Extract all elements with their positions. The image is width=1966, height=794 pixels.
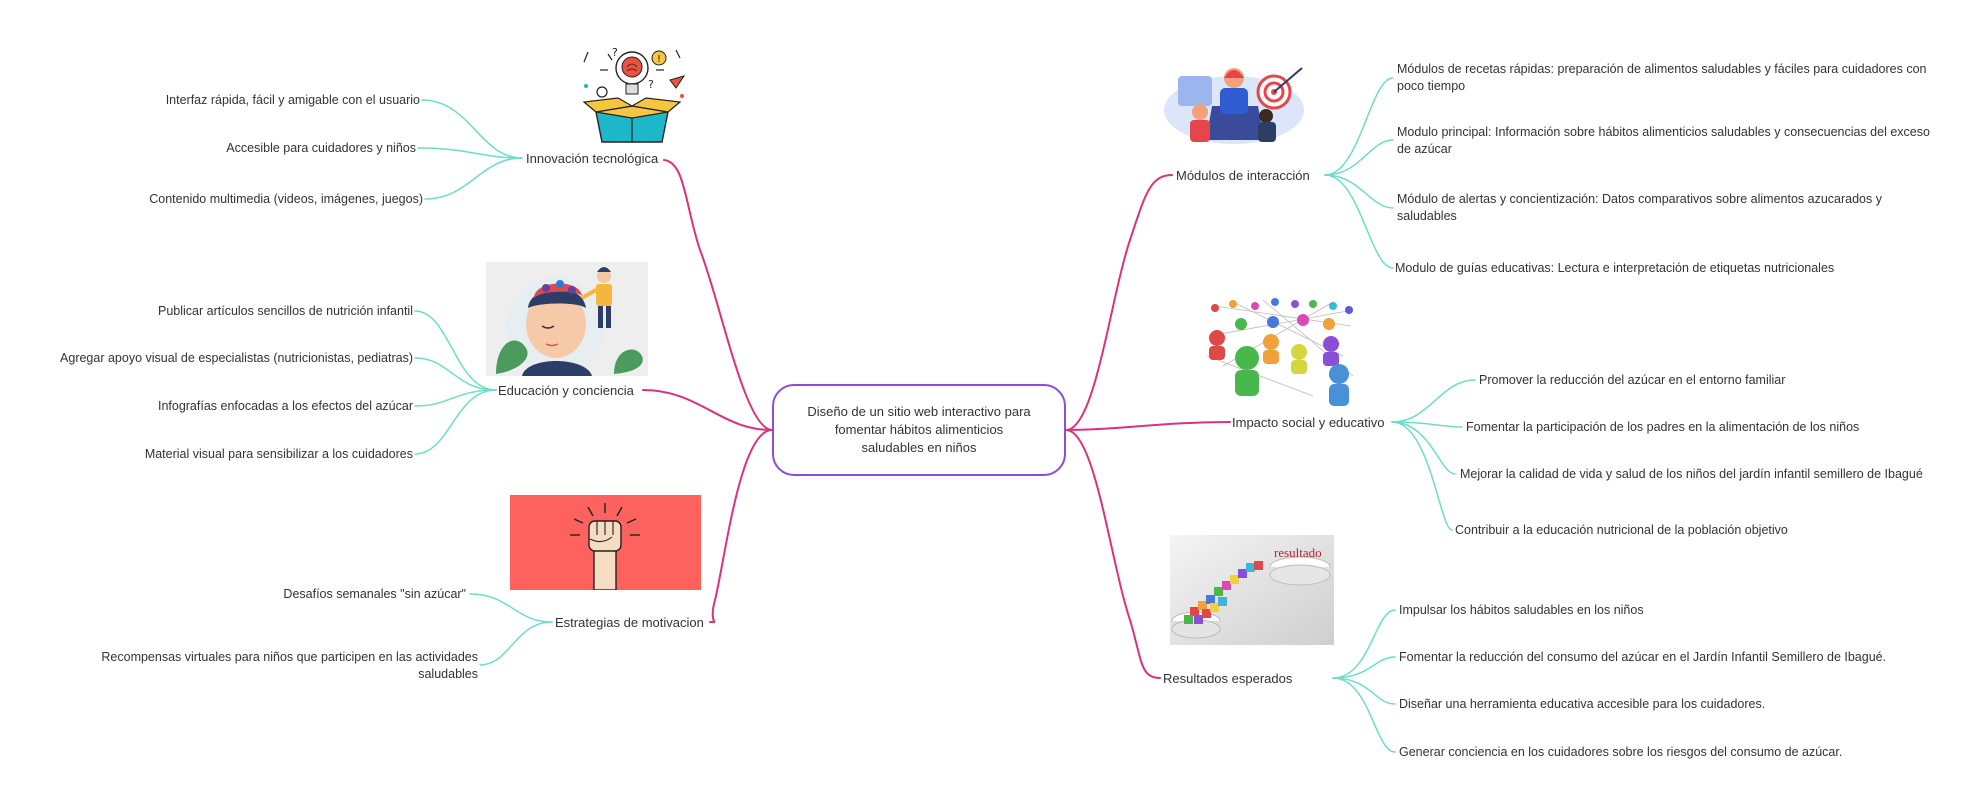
item-infografias[interactable]: Infografías enfocadas a los efectos del …	[157, 399, 413, 413]
branch-line-innovacion	[663, 159, 773, 431]
item-generar-conciencia[interactable]: Generar conciencia en los cuidadores sob…	[1399, 745, 1843, 759]
branch-line-impacto	[1065, 421, 1231, 431]
item-fomentar-reduccion[interactable]: Fomentar la reducción del consumo del az…	[1399, 650, 1887, 664]
branch-educacion-conciencia[interactable]: Educación y conciencia	[498, 383, 634, 398]
item-modulo-alertas[interactable]: Módulo de alertas y concientización: Dat…	[1397, 192, 1882, 223]
item-recompensas[interactable]: Recompensas virtuales para niños que par…	[101, 650, 478, 681]
resultado-sign-text: resultado	[1274, 545, 1322, 560]
branch-resultados-esperados[interactable]: Resultados esperados	[1163, 671, 1293, 686]
lightbulb-brain-box-icon: ! ? ?	[572, 46, 692, 144]
puzzle-bridge-resultado-icon: resultado	[1170, 535, 1334, 645]
item-interfaz[interactable]: Interfaz rápida, fácil y amigable con el…	[165, 93, 420, 107]
branch-line-estrategias	[709, 429, 773, 624]
branch-line-educacion	[642, 389, 773, 431]
item-impulsar-habitos[interactable]: Impulsar los hábitos saludables en los n…	[1399, 603, 1644, 617]
item-accesible[interactable]: Accesible para cuidadores y niños	[226, 141, 416, 155]
people-network-icon	[1203, 296, 1363, 412]
item-material-visual[interactable]: Material visual para sensibilizar a los …	[144, 447, 413, 461]
raised-fist-icon	[510, 495, 701, 590]
central-topic[interactable]: Diseño de un sitio web interactivo para …	[772, 384, 1066, 476]
item-modulo-guias[interactable]: Modulo de guías educativas: Lectura e in…	[1395, 261, 1835, 275]
branch-innovacion-tecnologica[interactable]: Innovación tecnológica	[526, 151, 659, 166]
item-modulo-recetas[interactable]: Módulos de recetas rápidas: preparación …	[1397, 62, 1927, 93]
item-multimedia[interactable]: Contenido multimedia (videos, imágenes, …	[149, 192, 423, 206]
svg-text:?: ?	[612, 46, 618, 59]
svg-text:!: !	[657, 54, 661, 65]
branch-line-resultados	[1065, 429, 1161, 679]
item-promover-reduccion[interactable]: Promover la reducción del azúcar en el e…	[1479, 373, 1786, 387]
branch-line-modulos	[1065, 174, 1173, 431]
svg-text:?: ?	[648, 78, 654, 91]
head-brain-icon	[486, 262, 648, 376]
item-fomentar-participacion[interactable]: Fomentar la participación de los padres …	[1466, 420, 1860, 434]
item-desafios[interactable]: Desafíos semanales "sin azúcar"	[283, 587, 466, 601]
central-topic-title: Diseño de un sitio web interactivo para …	[807, 404, 1031, 455]
branch-estrategias-motivacion[interactable]: Estrategias de motivacion	[555, 615, 704, 630]
item-modulo-principal[interactable]: Modulo principal: Información sobre hábi…	[1397, 125, 1930, 156]
item-mejorar-calidad[interactable]: Mejorar la calidad de vida y salud de lo…	[1460, 467, 1923, 481]
item-publicar-articulos[interactable]: Publicar artículos sencillos de nutrició…	[158, 304, 413, 318]
item-contribuir-educacion[interactable]: Contribuir a la educación nutricional de…	[1455, 523, 1788, 537]
team-target-laptop-icon	[1154, 56, 1310, 148]
item-apoyo-visual[interactable]: Agregar apoyo visual de especialistas (n…	[60, 351, 413, 365]
branch-modulos-interaccion[interactable]: Módulos de interacción	[1176, 168, 1310, 183]
branch-impacto-social[interactable]: Impacto social y educativo	[1232, 415, 1385, 430]
item-disenar-herramienta[interactable]: Diseñar una herramienta educativa accesi…	[1399, 697, 1766, 711]
